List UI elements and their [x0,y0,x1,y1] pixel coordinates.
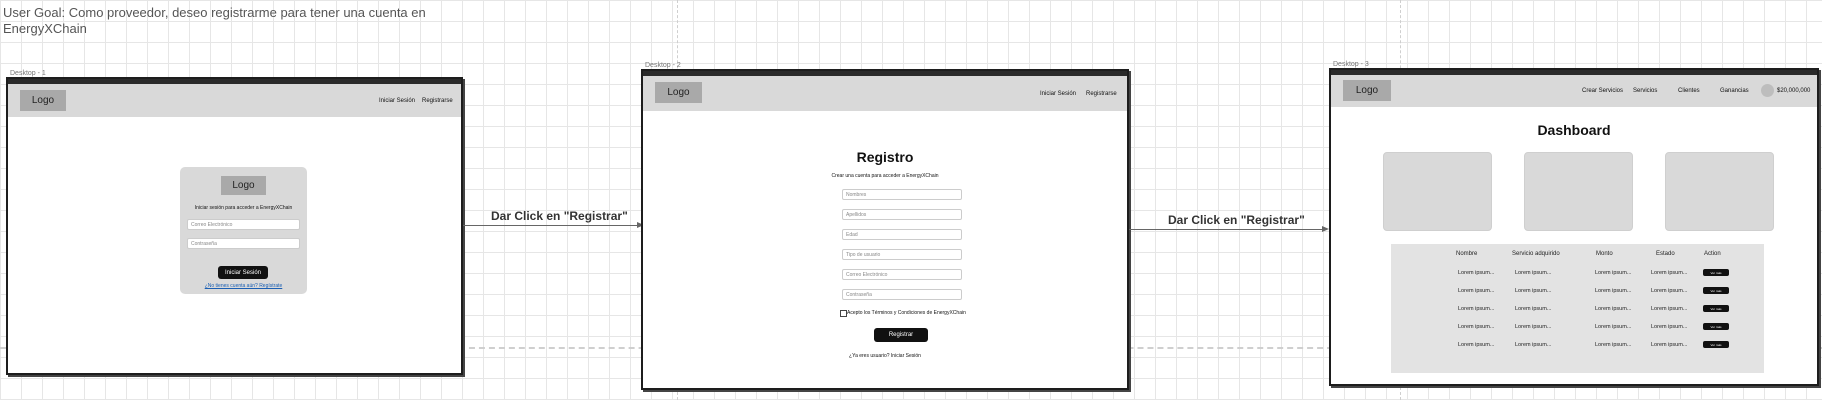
navbar: Logo Crear Servicios Servicios Clientes … [1331,75,1817,107]
frame-label: Desktop - 2 [645,62,681,69]
dashboard-widget [1665,152,1774,231]
register-subtitle: Crear una cuenta para acceder a EnergyXC… [831,173,939,179]
login-card: Logo Iniciar sesión para acceder a Energ… [180,167,307,294]
balance-amount: $20,000,000 [1777,88,1811,94]
table-header: Nombre [1456,251,1478,257]
table-cell: Lorem ipsum... [1515,270,1552,276]
frame-label: Desktop - 1 [10,70,46,77]
frame-register: Desktop - 2 Logo Iniciar Sesión Registra… [641,62,1129,390]
table-cell: Lorem ipsum... [1595,306,1632,312]
nav-link-register[interactable]: Registrarse [1086,91,1117,97]
page-title: Registro [856,149,914,165]
navbar: Logo Iniciar Sesión Registrarse [643,76,1127,111]
nav-link-login[interactable]: Iniciar Sesión [379,98,416,104]
table-cell: Lorem ipsum... [1458,270,1495,276]
name-field[interactable]: Nombres [842,189,962,200]
table-header: Monto [1596,251,1613,257]
arrow-head-icon [637,222,644,228]
view-more-button[interactable]: Ver más [1703,323,1729,330]
table-cell: Lorem ipsum... [1651,270,1688,276]
navbar: Logo Iniciar Sesión Registrarse [8,84,461,117]
nav-logo[interactable]: Logo [1343,80,1391,101]
nav-link-services[interactable]: Servicios [1633,88,1658,94]
arrow-label: Dar Click en "Registrar" [491,209,628,223]
table-cell: Lorem ipsum... [1515,324,1552,330]
view-more-button[interactable]: Ver más [1703,287,1729,294]
terms-label: Acepto los Términos y Condiciones de Ene… [847,310,966,316]
frame-dashboard: Desktop - 3 Logo Crear Servicios Servici… [1329,61,1819,386]
frame-label: Desktop - 3 [1333,61,1369,68]
dashboard-widget [1383,152,1492,231]
view-more-button[interactable]: Ver más [1703,305,1729,312]
nav-link-earnings[interactable]: Ganancias [1720,88,1749,94]
avatar[interactable] [1761,84,1774,97]
arrow-label: Dar Click en "Registrar" [1168,213,1305,227]
table-cell: Lorem ipsum... [1458,306,1495,312]
nav-logo[interactable]: Logo [20,90,66,111]
table-cell: Lorem ipsum... [1595,270,1632,276]
table-cell: Lorem ipsum... [1458,342,1495,348]
dashboard-widget [1524,152,1633,231]
view-more-button[interactable]: Ver más [1703,269,1729,276]
login-button[interactable]: Iniciar Sesión [218,266,268,279]
table-header: Action [1704,251,1721,257]
table-cell: Lorem ipsum... [1651,324,1688,330]
table-cell: Lorem ipsum... [1515,288,1552,294]
email-field[interactable]: Correo Electrónico [187,219,300,230]
table-cell: Lorem ipsum... [1651,306,1688,312]
register-link[interactable]: ¿No tienes cuenta aún? Regístrate [204,283,283,289]
nav-link-clients[interactable]: Clientes [1678,88,1700,94]
terms-checkbox[interactable] [840,310,847,317]
table-cell: Lorem ipsum... [1515,342,1552,348]
table-cell: Lorem ipsum... [1515,306,1552,312]
flow-arrow [463,225,639,226]
table-cell: Lorem ipsum... [1595,324,1632,330]
email-field[interactable]: Correo Electrónico [842,269,962,280]
lastname-field[interactable]: Apellidos [842,209,962,220]
table-cell: Lorem ipsum... [1458,288,1495,294]
clients-table: Nombre Servicio adquirido Monto Estado A… [1391,244,1764,373]
password-field[interactable]: Contraseña [842,289,962,300]
login-subtitle: Iniciar sesión para acceder a EnergyXCha… [194,205,293,211]
table-header: Servicio adquirido [1512,251,1560,257]
nav-link-create-services[interactable]: Crear Servicios [1582,88,1624,94]
user-goal-text: User Goal: Como proveedor, deseo registr… [3,5,426,36]
nav-link-login[interactable]: Iniciar Sesión [1040,91,1077,97]
flow-arrow [1129,229,1323,230]
register-button[interactable]: Registrar [874,328,928,342]
frame-login: Desktop - 1 Logo Iniciar Sesión Registra… [6,70,463,375]
table-cell: Lorem ipsum... [1651,288,1688,294]
table-cell: Lorem ipsum... [1651,342,1688,348]
arrow-head-icon [1322,226,1329,232]
nav-link-register[interactable]: Registrarse [422,98,453,104]
age-field[interactable]: Edad [842,229,962,240]
view-more-button[interactable]: Ver más [1703,341,1729,348]
nav-logo[interactable]: Logo [655,82,702,103]
table-cell: Lorem ipsum... [1595,288,1632,294]
table-header: Estado [1656,251,1675,257]
login-link[interactable]: ¿Ya eres usuario? Iniciar Sesión [849,353,921,359]
table-cell: Lorem ipsum... [1458,324,1495,330]
card-logo: Logo [221,176,266,195]
user-type-field[interactable]: Tipo de usuario [842,249,962,260]
page-title: Dashboard [1537,122,1611,138]
password-field[interactable]: Contraseña [187,238,300,249]
table-cell: Lorem ipsum... [1595,342,1632,348]
